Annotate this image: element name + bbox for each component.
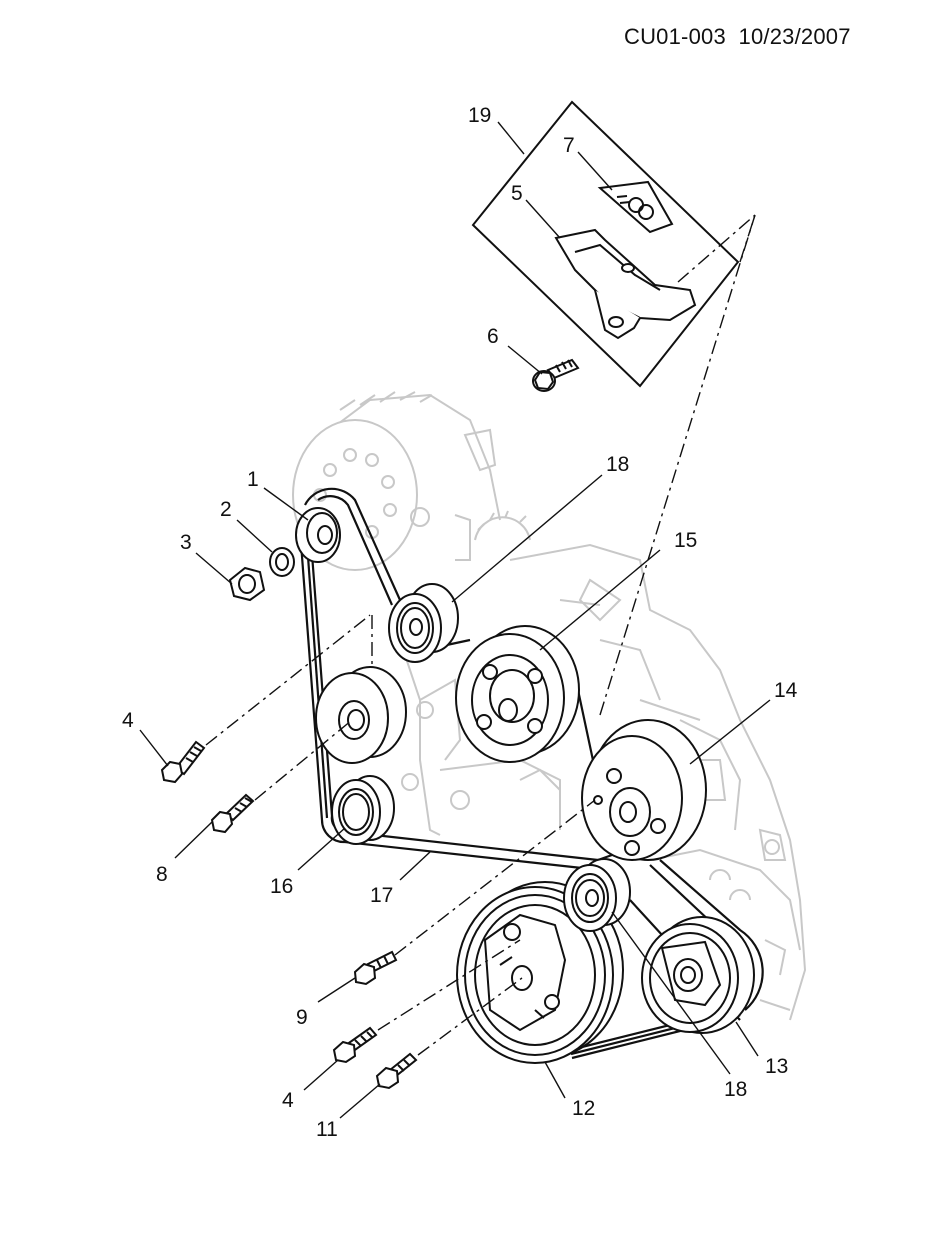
- idler-pulley-18-upper: [388, 583, 459, 663]
- idler-pulley-1: [295, 507, 341, 563]
- callout-12: 12: [572, 1097, 595, 1120]
- bolt-9: [353, 950, 398, 986]
- bolt-11: [375, 1052, 418, 1090]
- bolt-4-upper: [160, 740, 206, 784]
- callout-5: 5: [511, 182, 523, 205]
- callout-6: 6: [487, 325, 499, 348]
- leader-lines: [139, 121, 771, 1119]
- tensioner-plate: [597, 180, 674, 234]
- callout-1: 1: [247, 468, 259, 491]
- tensioner-bracket: [554, 228, 697, 340]
- callout-7: 7: [563, 134, 575, 157]
- callout-labels: 1 2 3 4 8 16 17 18 15 14 13 18 12 9 4 11…: [122, 104, 798, 1141]
- callout-3: 3: [180, 531, 192, 554]
- callout-15: 15: [674, 529, 697, 552]
- crankshaft-pulley-12: [456, 881, 624, 1064]
- callout-16: 16: [270, 875, 293, 898]
- callout-14: 14: [774, 679, 798, 702]
- bolt-4-lower: [332, 1026, 378, 1064]
- callout-17: 17: [370, 884, 393, 907]
- drawing-number: CU01-003: [624, 24, 726, 49]
- idler-pulley-smooth: [315, 666, 407, 764]
- callout-13: 13: [765, 1055, 788, 1078]
- drawing-date: 10/23/2007: [738, 24, 851, 49]
- callout-4-upper: 4: [122, 709, 134, 732]
- washer-2: [269, 547, 295, 577]
- pulley-14: [581, 719, 707, 861]
- bolt-8: [210, 793, 255, 834]
- callout-2: 2: [220, 498, 232, 521]
- drawing-code: CU01-003 10/23/2007: [624, 24, 851, 50]
- bracket-bolt: [532, 358, 580, 392]
- power-steering-pulley-15: [455, 625, 580, 763]
- tensioner-kit-inset: [471, 100, 740, 392]
- callout-8: 8: [156, 863, 168, 886]
- assembly-lines: [205, 214, 756, 1056]
- callout-4-lower: 4: [282, 1089, 294, 1112]
- callout-11: 11: [316, 1118, 338, 1141]
- nut-3: [228, 566, 266, 602]
- water-pump-pulley-13: [641, 916, 755, 1034]
- callout-19: 19: [468, 104, 491, 127]
- callout-18-upper: 18: [606, 453, 629, 476]
- tensioner-pulley-16: [331, 775, 395, 845]
- callout-9: 9: [296, 1006, 308, 1029]
- idler-pulley-18-lower: [563, 858, 631, 932]
- callout-18-lower: 18: [724, 1078, 747, 1101]
